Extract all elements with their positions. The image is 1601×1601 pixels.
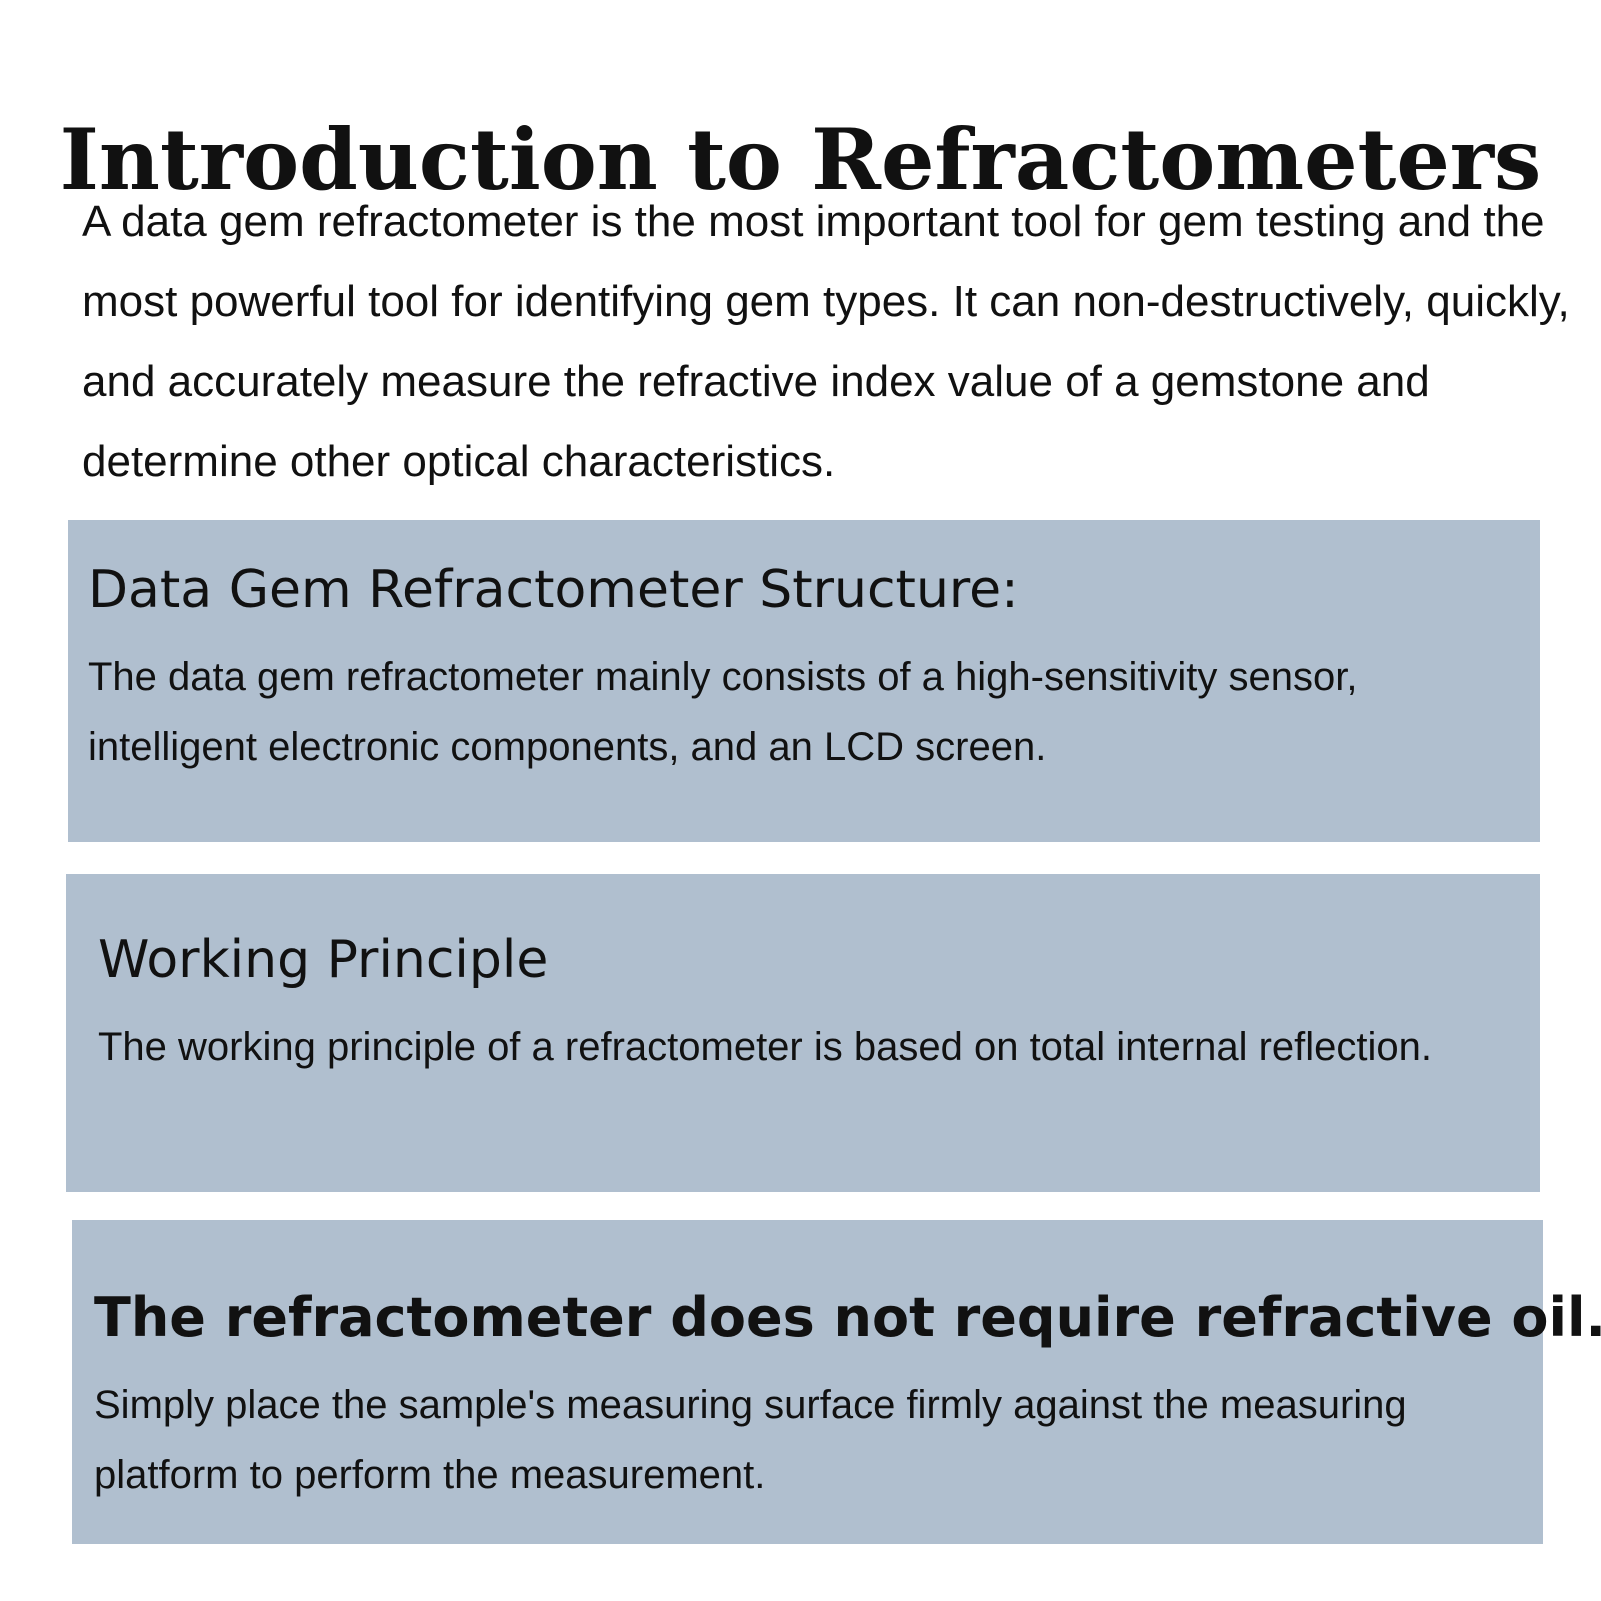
no-oil-body: Simply place the sample's measuring surf… [94,1383,1407,1497]
structure-body: The data gem refractometer mainly consis… [88,655,1358,769]
working-principle-heading: Working Principle [98,930,549,990]
page-title: Introduction to Refractometers [59,110,1542,210]
structure-panel: Data Gem Refractometer Structure: The da… [68,520,1540,842]
no-oil-panel: The refractometer does not require refra… [72,1220,1601,1544]
working-principle-panel: Working Principle The working principle … [66,874,1540,1192]
working-principle-body: The working principle of a refractometer… [98,1025,1433,1069]
intro-paragraph: A data gem refractometer is the most imp… [82,197,1570,486]
no-oil-heading: The refractometer does not require refra… [94,1286,1601,1349]
structure-heading: Data Gem Refractometer Structure: [88,560,1019,620]
